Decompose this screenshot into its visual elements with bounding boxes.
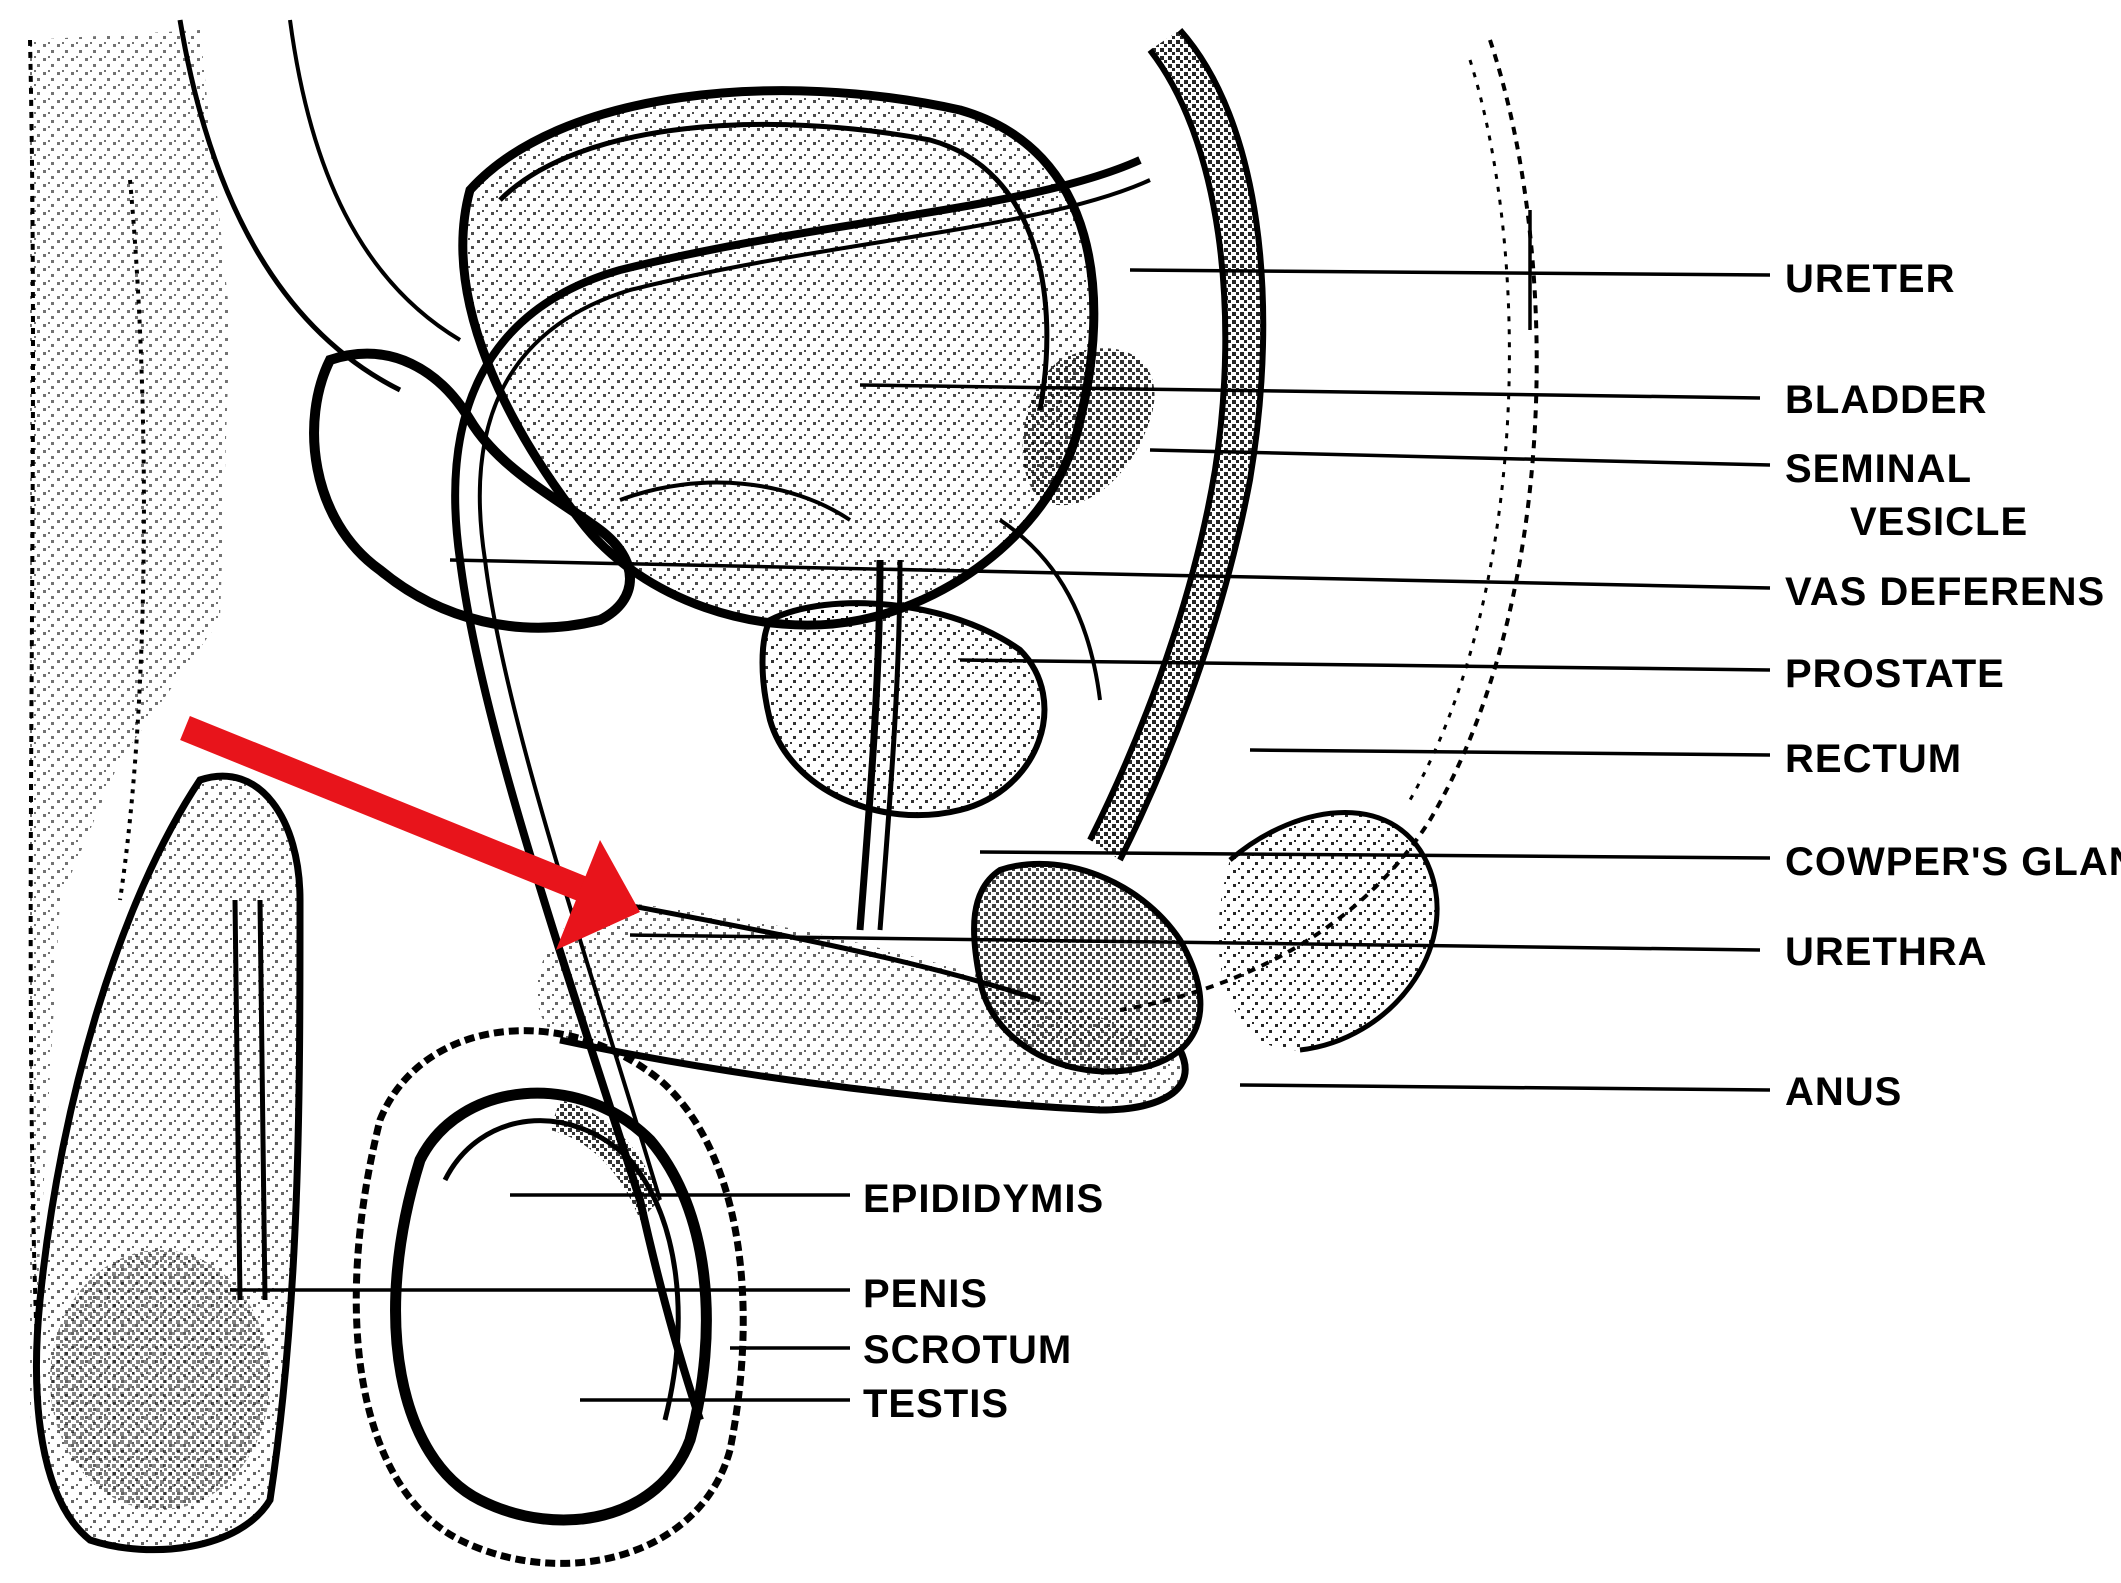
pubic-bone	[309, 348, 635, 633]
leader-rectum	[1249, 748, 1771, 757]
label-epididymis: EPIDIDYMIS	[863, 1177, 1104, 1221]
glans	[50, 1250, 270, 1510]
arrow-head	[556, 840, 640, 950]
label-penis: PENIS	[863, 1272, 988, 1316]
anus-region	[1218, 812, 1438, 1051]
label-vesicle: VESICLE	[1850, 500, 2028, 544]
testis-shape	[390, 1087, 712, 1526]
prostate-shape	[762, 603, 1045, 816]
label-cowpers-gland: COWPER'S GLAND	[1785, 840, 2121, 884]
label-rectum: RECTUM	[1785, 737, 1962, 781]
label-ureter: URETER	[1785, 257, 1955, 301]
leader-bladder	[859, 383, 1761, 400]
abdominal-wall	[177, 19, 402, 393]
leader-urethra	[629, 933, 1761, 952]
label-vas-deferens: VAS DEFERENS	[1785, 570, 2105, 614]
label-scrotum: SCROTUM	[863, 1328, 1072, 1372]
label-bladder: BLADDER	[1785, 378, 1988, 422]
leader-cowpers-gland	[979, 850, 1771, 860]
leader-lines	[230, 210, 1771, 1402]
vas-deferens-tube	[451, 156, 1142, 1422]
label-urethra: URETHRA	[1785, 930, 1988, 974]
penis-shaft	[536, 900, 1186, 1110]
urethra-tube	[856, 559, 884, 931]
leader-ureter	[1129, 268, 1771, 277]
anatomy-drawing	[28, 19, 1539, 1567]
thigh-region	[30, 30, 230, 1420]
label-prostate: PROSTATE	[1785, 652, 2005, 696]
label-testis: TESTIS	[863, 1382, 1009, 1426]
label-anus: ANUS	[1785, 1070, 1902, 1114]
leader-anus	[1239, 1083, 1771, 1092]
leader-vas-deferens	[449, 558, 1771, 590]
bladder-shape	[462, 90, 1094, 626]
labels: URETER BLADDER SEMINAL VESICLE VAS DEFER…	[863, 257, 2121, 1426]
arrow-shaft	[180, 715, 590, 903]
label-seminal: SEMINAL	[1785, 447, 1972, 491]
leader-seminal-vesicle	[1149, 448, 1771, 467]
epididymis-shape	[550, 1100, 660, 1220]
leader-prostate	[959, 658, 1771, 672]
pointer-arrow	[180, 715, 640, 950]
scrotum-shape	[352, 1027, 747, 1567]
